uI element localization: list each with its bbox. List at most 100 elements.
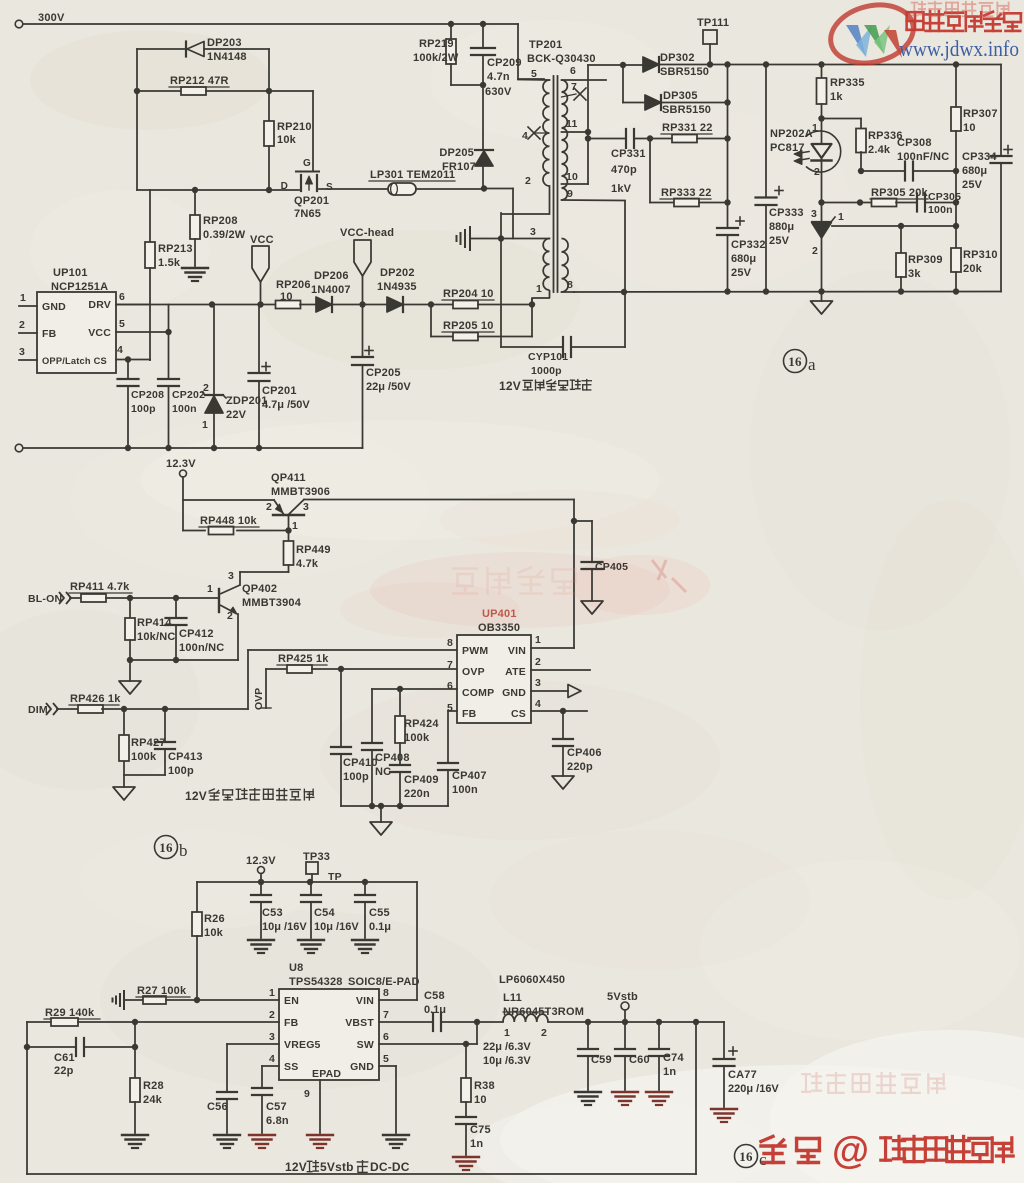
svg-text:EPAD: EPAD — [312, 1068, 341, 1080]
svg-text:25V: 25V — [731, 267, 752, 279]
svg-text:4.7k: 4.7k — [296, 558, 319, 570]
svg-text:CP407: CP407 — [452, 770, 487, 782]
svg-text:3: 3 — [530, 226, 536, 238]
svg-text:VIN: VIN — [356, 995, 374, 1007]
svg-text:UP401: UP401 — [482, 608, 517, 620]
svg-text:2: 2 — [814, 166, 820, 178]
svg-text:C53: C53 — [262, 907, 283, 919]
svg-text:8: 8 — [567, 279, 573, 291]
svg-text:VREG5: VREG5 — [284, 1039, 321, 1051]
svg-text:CP205: CP205 — [366, 367, 401, 379]
svg-text:C60: C60 — [629, 1054, 650, 1066]
svg-text:100k: 100k — [131, 751, 157, 763]
svg-text:QP402: QP402 — [242, 583, 277, 595]
svg-text:220n: 220n — [404, 788, 430, 800]
svg-text:CP406: CP406 — [567, 747, 602, 759]
svg-text:5Vstb: 5Vstb — [320, 1160, 354, 1174]
svg-text:C55: C55 — [369, 907, 390, 919]
svg-text:10k: 10k — [277, 134, 297, 146]
svg-text:10: 10 — [963, 122, 976, 134]
svg-text:10μ /6.3V: 10μ /6.3V — [483, 1055, 531, 1067]
svg-text:GND: GND — [350, 1061, 374, 1073]
svg-text:6: 6 — [119, 291, 125, 303]
svg-text:G: G — [303, 158, 311, 169]
svg-text:FB: FB — [42, 328, 57, 340]
svg-text:RP208: RP208 — [203, 215, 238, 227]
svg-text:0.1μ: 0.1μ — [369, 921, 391, 933]
svg-text:GND: GND — [502, 687, 526, 699]
svg-text:CYP101: CYP101 — [528, 351, 568, 363]
svg-text:1n: 1n — [663, 1066, 676, 1078]
svg-text:CP334: CP334 — [962, 151, 997, 163]
svg-text:RP331 22: RP331 22 — [662, 122, 713, 134]
svg-text:NP202A: NP202A — [770, 128, 813, 140]
svg-text:1: 1 — [20, 292, 26, 304]
svg-text:SS: SS — [284, 1061, 298, 1073]
svg-text:UP101: UP101 — [53, 267, 88, 279]
svg-text:5: 5 — [447, 702, 453, 714]
svg-text:RP411 4.7k: RP411 4.7k — [70, 581, 130, 593]
svg-text:20k: 20k — [963, 263, 983, 275]
svg-text:2.4k: 2.4k — [868, 144, 891, 156]
svg-text:R38: R38 — [474, 1080, 495, 1092]
svg-text:3: 3 — [535, 677, 541, 689]
svg-text:b: b — [179, 841, 188, 860]
svg-text:DP305: DP305 — [663, 90, 698, 102]
svg-text:DP202: DP202 — [380, 267, 415, 279]
svg-text:CP308: CP308 — [897, 137, 932, 149]
svg-text:7: 7 — [383, 1009, 389, 1021]
svg-text:QP411: QP411 — [271, 472, 306, 484]
svg-text:@: @ — [832, 1130, 869, 1172]
svg-text:RP425 1k: RP425 1k — [278, 653, 329, 665]
svg-text:10: 10 — [280, 291, 293, 303]
svg-text:VIN: VIN — [508, 645, 526, 657]
svg-text:22μ /50V: 22μ /50V — [366, 381, 411, 393]
svg-text:12V: 12V — [185, 789, 207, 803]
svg-text:TPS54328: TPS54328 — [289, 976, 343, 988]
svg-text:0.1μ: 0.1μ — [424, 1004, 446, 1016]
svg-text:CP413: CP413 — [168, 751, 203, 763]
svg-text:1k: 1k — [830, 91, 843, 103]
svg-text:SBR5150: SBR5150 — [662, 104, 711, 116]
svg-text:U8: U8 — [289, 962, 303, 974]
svg-text:RP307: RP307 — [963, 108, 998, 120]
svg-text:2: 2 — [266, 501, 272, 513]
svg-text:10: 10 — [566, 171, 578, 183]
svg-text:ZDP201: ZDP201 — [226, 395, 268, 407]
svg-text:CP332: CP332 — [731, 239, 766, 251]
svg-text:3: 3 — [811, 208, 817, 220]
svg-text:TP111: TP111 — [697, 17, 729, 29]
svg-text:7: 7 — [447, 659, 453, 671]
svg-text:16: 16 — [788, 354, 802, 369]
svg-text:LP301 TEM2011: LP301 TEM2011 — [370, 169, 455, 181]
svg-text:4.7μ /50V: 4.7μ /50V — [262, 399, 310, 411]
svg-text:BCK-Q30430: BCK-Q30430 — [527, 53, 596, 65]
svg-text:16: 16 — [159, 840, 173, 855]
svg-text:9: 9 — [567, 188, 573, 200]
svg-text:680μ: 680μ — [731, 253, 756, 265]
svg-text:RP305 20k: RP305 20k — [871, 187, 929, 199]
svg-text:PWM: PWM — [462, 645, 488, 657]
svg-text:a: a — [808, 355, 816, 374]
svg-text:4: 4 — [269, 1053, 275, 1065]
svg-text:3: 3 — [269, 1031, 275, 1043]
svg-text:12V: 12V — [499, 379, 521, 393]
svg-text:COMP: COMP — [462, 687, 494, 699]
svg-text:2: 2 — [812, 245, 818, 257]
svg-text:12.3V: 12.3V — [166, 458, 196, 470]
svg-text:100n: 100n — [928, 204, 953, 216]
svg-text:RP335: RP335 — [830, 77, 865, 89]
svg-text:1: 1 — [535, 634, 541, 646]
svg-text:1.5k: 1.5k — [158, 257, 181, 269]
svg-text:RP424: RP424 — [404, 718, 439, 730]
svg-text:4.7n: 4.7n — [487, 71, 510, 83]
svg-text:RP206: RP206 — [276, 279, 311, 291]
svg-text:SW: SW — [357, 1039, 374, 1051]
svg-text:DP302: DP302 — [660, 52, 695, 64]
svg-text:CP208: CP208 — [131, 389, 164, 401]
svg-text:R28: R28 — [143, 1080, 164, 1092]
svg-text:0.39/2W: 0.39/2W — [203, 229, 246, 241]
svg-text:DIM: DIM — [28, 704, 48, 716]
svg-text:10μ /16V: 10μ /16V — [314, 921, 359, 933]
svg-text:C57: C57 — [266, 1101, 287, 1113]
